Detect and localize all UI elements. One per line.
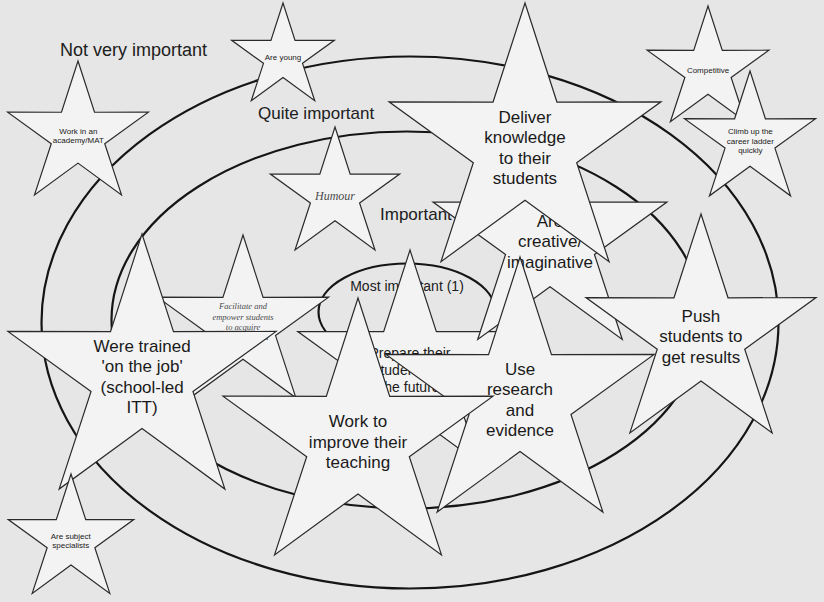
star-label: Deliver knowledge to their students	[475, 108, 575, 190]
star-shape	[685, 71, 816, 196]
region-label: Not very important	[60, 40, 207, 61]
statement-star: Humour	[267, 127, 403, 263]
star-shape	[232, 3, 335, 101]
star-label: Humour	[312, 189, 359, 203]
star-label: Are subject specialists	[48, 532, 94, 551]
statement-star: Work in an academy/MAT	[4, 61, 152, 209]
star-label: Push students to get results	[659, 307, 743, 368]
statement-star: Push students to get results	[580, 214, 822, 456]
star-label: Are young	[265, 53, 302, 63]
star-shape	[8, 61, 149, 195]
statement-star: Deliver knowledge to their students	[382, 3, 668, 289]
star-label: Were trained 'on the job' (school-led IT…	[93, 337, 191, 419]
star-shape	[270, 127, 399, 250]
star-shape	[586, 214, 816, 433]
statement-star: Are subject specialists	[5, 474, 137, 602]
star-label: Climb up the career ladder quickly	[726, 127, 774, 156]
importance-ring: Quite importantImportantMost important (…	[40, 55, 780, 590]
statement-star: Climb up the career ladder quickly	[681, 71, 819, 209]
star-shape	[389, 3, 661, 262]
star-shape	[8, 234, 276, 489]
star-label: Work in an academy/MAT	[53, 127, 104, 146]
star-shape	[8, 474, 134, 593]
statement-star: Are young	[229, 3, 337, 111]
star-label: Work to improve their teaching	[309, 412, 408, 473]
ring-label: Quite important	[258, 104, 374, 124]
statement-star: Were trained 'on the job' (school-led IT…	[1, 234, 283, 516]
star-label: Competitive	[686, 66, 730, 76]
star-shape	[386, 257, 654, 512]
